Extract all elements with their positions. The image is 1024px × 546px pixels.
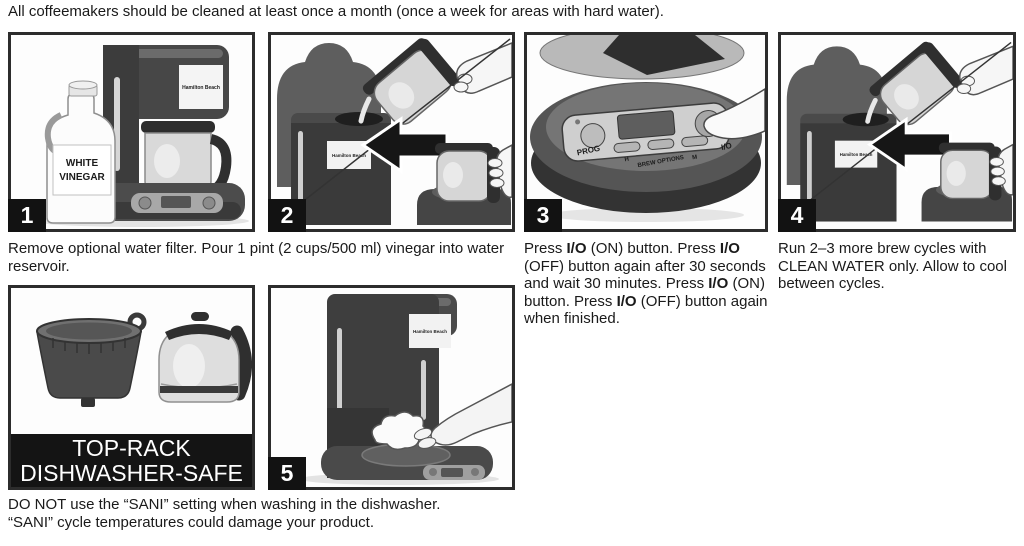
caption-steps-1-2: Remove optional water filter. Pour 1 pin… [8, 240, 505, 275]
banner-line1: TOP-RACK [72, 435, 191, 461]
step-badge-2: 2 [268, 199, 306, 232]
control-panel-illustration: PROG H BREW OPTIONS M I/O [530, 35, 765, 222]
step-badge-5: 5 [268, 457, 306, 490]
pour-illustration-4: Hamilton Beach [781, 35, 1013, 229]
basket-carafe-illustration [36, 312, 252, 407]
panel-step-5: Hamilton Beach 5 [268, 285, 515, 490]
hour-button-label: H [624, 157, 629, 164]
jug-label-line2: VINEGAR [59, 172, 105, 183]
caption-dishwasher-line2: “SANI” cycle temperatures could damage y… [8, 513, 374, 531]
pour-illustration: Hamilton Beach [271, 35, 512, 229]
brand-logo: Hamilton Beach [182, 85, 220, 91]
wiping-hand [430, 383, 512, 446]
cleaning-cloth [371, 411, 427, 451]
banner-line2: DISHWASHER-SAFE [20, 460, 243, 486]
panel-dishwasher-safe: TOP-RACK DISHWASHER-SAFE [8, 285, 255, 490]
pressing-finger [703, 88, 765, 140]
panel-step-4: Hamilton Beach [778, 32, 1016, 232]
dishwasher-safe-banner: TOP-RACK DISHWASHER-SAFE [11, 434, 252, 487]
panel-step-1: Hamilton Beach WHITE VINEGAR 1 [8, 32, 255, 232]
wipe-plate-illustration: Hamilton Beach [299, 294, 512, 485]
brand-logo: Hamilton Beach [332, 153, 366, 158]
vinegar-jug-illustration: Hamilton Beach WHITE VINEGAR [33, 45, 249, 227]
jug-label-line1: WHITE [66, 158, 99, 169]
brand-logo: Hamilton Beach [413, 329, 447, 334]
brand-logo: Hamilton Beach [840, 152, 873, 157]
step-badge-4: 4 [778, 199, 816, 232]
caption-step-3: Press I/O (ON) button. Press I/O (OFF) b… [524, 240, 768, 327]
caption-step-4: Run 2–3 more brew cycles with CLEAN WATE… [778, 240, 1007, 292]
step-badge-1: 1 [8, 199, 46, 232]
power-button-label: I/O [720, 141, 732, 152]
caption-dishwasher: DO NOT use the “SANI” setting when washi… [8, 496, 520, 531]
step-badge-3: 3 [524, 199, 562, 232]
power-minute-label: M [692, 155, 698, 162]
panel-step-2: Hamilton Beach [268, 32, 515, 232]
panel-step-3: PROG H BREW OPTIONS M I/O 3 [524, 32, 768, 232]
caption-dishwasher-line1: DO NOT use the “SANI” setting when washi… [8, 496, 441, 513]
page-header: All coffeemakers should be cleaned at le… [8, 3, 664, 20]
